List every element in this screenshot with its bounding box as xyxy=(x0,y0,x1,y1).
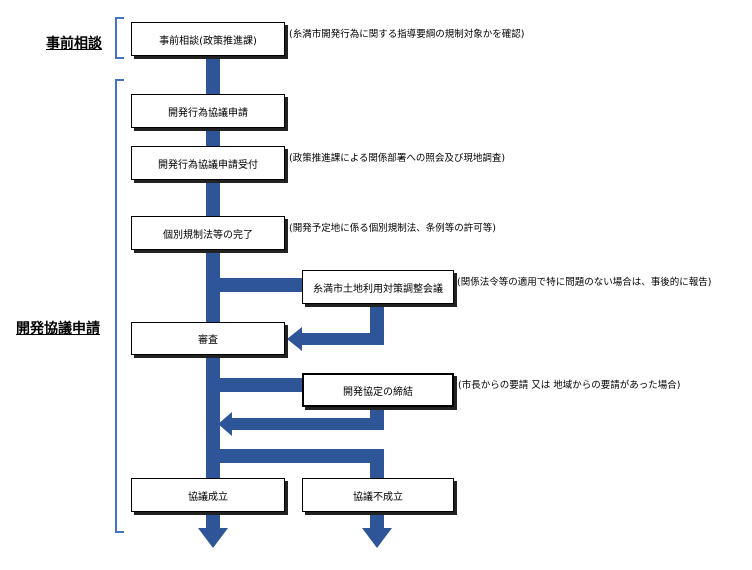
box-council: 糸満市土地利用対策調整会議 xyxy=(302,270,454,304)
box-acceptance-label: 開発行為協議申請受付 xyxy=(158,159,258,171)
box-review: 審査 xyxy=(131,322,285,355)
arrow-down-main xyxy=(198,528,228,548)
note-permits: (開発予定地に係る個別規制法、条例等の許可等) xyxy=(289,223,496,234)
box-rejected-label: 協議不成立 xyxy=(353,491,403,503)
note-pre-consultation: (糸満市開発行為に関する指導要綱の規制対象かを確認) xyxy=(289,29,525,40)
phase-development-application: 開発協議申請 xyxy=(16,321,100,337)
branch-to-agreement xyxy=(206,378,302,392)
branch-to-council xyxy=(206,278,302,292)
phase-pre-consultation: 事前相談 xyxy=(46,36,102,52)
bracket-pre xyxy=(115,17,124,59)
box-council-label: 糸満市土地利用対策調整会議 xyxy=(313,283,443,295)
box-approved: 協議成立 xyxy=(131,478,285,512)
note-acceptance: (政策推進課による関係部署への照会及び現地調査) xyxy=(289,153,506,164)
box-review-label: 審査 xyxy=(198,335,218,346)
arrow-to-spine xyxy=(218,412,232,436)
arrow-to-review xyxy=(287,327,302,351)
box-acceptance: 開発行為協議申請受付 xyxy=(131,146,285,180)
box-application-label: 開発行為協議申請 xyxy=(168,107,248,119)
box-application: 開発行為協議申請 xyxy=(131,94,285,128)
box-permits: 個別規制法等の完了 xyxy=(131,216,285,250)
bracket-main xyxy=(115,79,124,533)
council-back xyxy=(302,333,384,345)
box-agreement: 開発協定の締結 xyxy=(302,373,454,407)
note-council: (関係法令等の適用で特に問題のない場合は、事後的に報告) xyxy=(457,277,712,288)
arrow-down-right xyxy=(362,528,392,548)
box-approved-label: 協議成立 xyxy=(188,491,228,503)
box-pre-consultation-label: 事前相談(政策推進課) xyxy=(159,35,257,47)
box-permits-label: 個別規制法等の完了 xyxy=(163,229,253,241)
branch-to-rejected xyxy=(206,449,384,463)
box-agreement-label: 開発協定の締結 xyxy=(343,386,413,398)
box-pre-consultation: 事前相談(政策推進課) xyxy=(131,22,285,56)
box-rejected: 協議不成立 xyxy=(302,478,454,512)
agreement-back xyxy=(232,418,384,430)
note-agreement: (市長からの要請 又は 地域からの要請があった場合) xyxy=(458,380,681,391)
